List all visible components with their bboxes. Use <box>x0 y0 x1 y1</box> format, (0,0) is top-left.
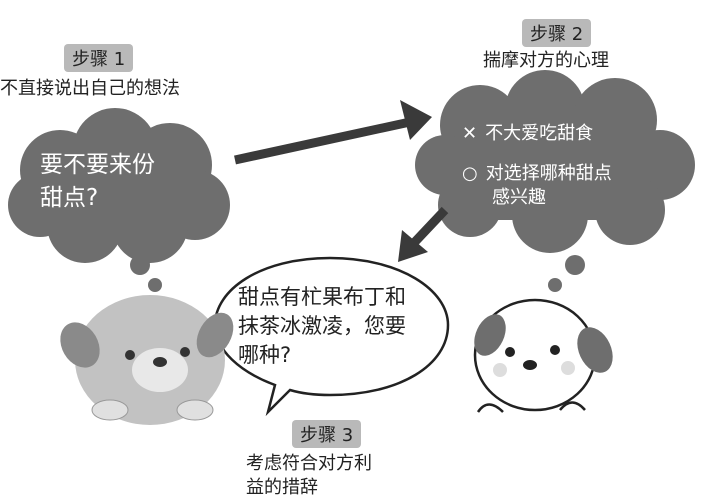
step2-item-interest: ○ 对选择哪种甜点 感兴趣 <box>462 162 612 210</box>
step1-badge: 步骤 1 <box>64 44 134 72</box>
arrow-step2-to-step3 <box>398 206 449 262</box>
cross-icon: ✕ <box>462 123 478 144</box>
left-thought-cloud <box>8 108 230 292</box>
step3-bubble-line3: 哪种? <box>238 343 292 367</box>
speech-bubble <box>213 256 450 417</box>
item-text: 不大爱吃甜食 <box>485 123 594 144</box>
item-text-line2: 感兴趣 <box>492 187 546 208</box>
step3-bubble-line2: 抹茶冰激凌，您要 <box>238 314 406 338</box>
step3-badge: 步骤 3 <box>292 420 362 448</box>
circle-icon: ○ <box>462 163 478 184</box>
white-dog <box>473 298 613 413</box>
item-text: 对选择哪种甜点 <box>485 163 612 184</box>
step2-badge: 步骤 2 <box>522 19 592 47</box>
step1-bubble-line1: 要不要来份 <box>40 152 155 178</box>
right-thought-cloud <box>415 70 695 292</box>
gray-dog <box>60 295 234 425</box>
step3-caption-line1: 考虑符合对方利 <box>246 453 372 474</box>
step3-caption-line2: 益的措辞 <box>246 477 318 498</box>
arrow-step1-to-step2 <box>234 100 432 165</box>
step2-item-dislike: ✕ 不大爱吃甜食 <box>462 122 593 146</box>
step1-caption: 不直接说出自己的想法 <box>0 78 180 99</box>
step2-caption: 揣摩对方的心理 <box>483 50 609 71</box>
step1-bubble-line2: 甜点? <box>40 185 99 211</box>
step3-bubble-line1: 甜点有杧果布丁和 <box>238 285 406 309</box>
